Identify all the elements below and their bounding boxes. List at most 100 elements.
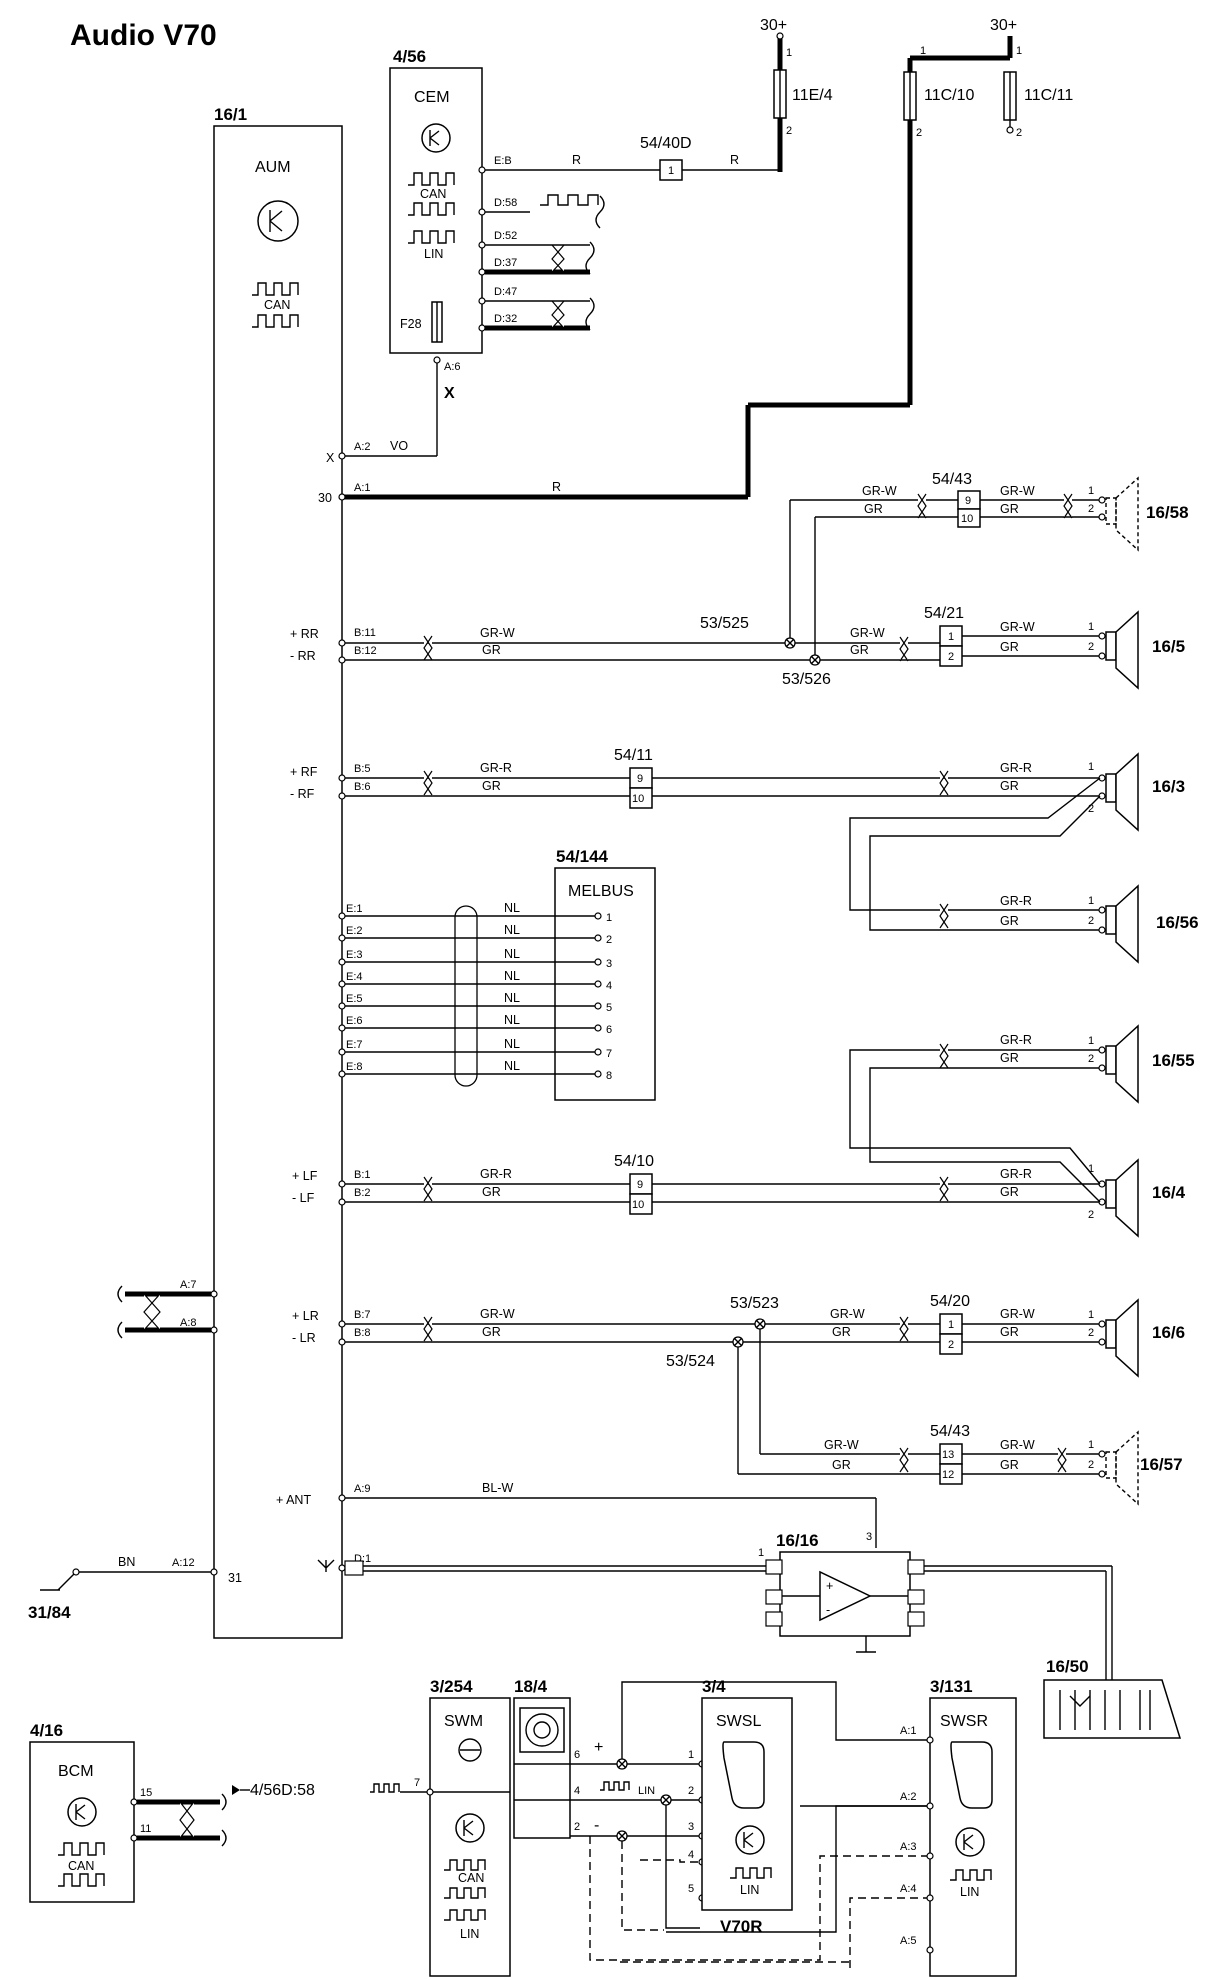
svg-text:1: 1 [1088,621,1094,633]
svg-text:B:7: B:7 [354,1309,371,1321]
svg-text:GR: GR [1000,1458,1019,1472]
aum-ref: 16/1 [214,105,247,124]
melbus-pin-number: 8 [606,1070,612,1082]
svg-text:1: 1 [948,1319,954,1331]
svg-text:B:1: B:1 [354,1169,371,1181]
svg-text:2: 2 [1088,1209,1094,1221]
svg-text:3: 3 [688,1821,694,1833]
speaker-16-5 [1105,631,1117,661]
bcm-module: 4/16 BCM CAN 15 11 [29,1721,227,1903]
svg-text:GR: GR [482,643,501,657]
svg-text:GR: GR [1000,502,1019,516]
svg-text:B:11: B:11 [354,627,376,639]
speaker-16-56 [1105,905,1117,935]
svg-text:30: 30 [318,491,332,505]
fuse-11c10-label: 11C/10 [924,87,975,104]
svg-text:D:47: D:47 [494,286,517,298]
svg-text:- LF: - LF [292,1191,315,1205]
svg-text:10: 10 [632,793,644,805]
melbus-pin [594,1024,602,1032]
wire-a1-30: A:1 R [338,480,561,501]
melbus-wire-color: NL [504,991,520,1005]
svg-text:SWSR: SWSR [940,1713,988,1730]
svg-text:4: 4 [688,1849,694,1861]
svg-text:GR: GR [482,1325,501,1339]
swm-module: 3/254 SWM CAN LIN [426,1677,511,1977]
melbus-pin-number: 6 [606,1024,612,1036]
wire-cem-to-fuse: 1 54/40D R R [485,135,780,181]
svg-text:GR-R: GR-R [480,1167,512,1181]
svg-text:16/6: 16/6 [1152,1323,1185,1342]
svg-text:GR: GR [1000,1185,1019,1199]
svg-text:15: 15 [140,1787,152,1799]
svg-text:2: 2 [1088,641,1094,653]
svg-text:SWSL: SWSL [716,1713,761,1730]
svg-text:X: X [326,451,335,465]
svg-text:2: 2 [1088,803,1094,815]
svg-text:1: 1 [688,1749,694,1761]
square-wave-icon [408,202,455,216]
svg-text:A:5: A:5 [900,1935,917,1947]
melbus-pin [594,1048,602,1056]
cem-ref: 4/56 [393,47,426,66]
svg-text:7: 7 [414,1777,420,1789]
svg-text:13: 13 [942,1449,954,1461]
fuse-11c10: 30+ 1 1 11C/10 2 [340,17,1022,500]
svg-text:16/55: 16/55 [1152,1051,1195,1070]
transistor-icon [955,1827,985,1857]
svg-text:CAN: CAN [68,1859,94,1873]
square-wave-icon [58,1873,105,1887]
svg-text:GR: GR [1000,1325,1019,1339]
wire-x-vo: A:2 VO [338,363,438,460]
supply-30-label: 30+ [760,17,787,34]
melbus-pin [594,934,602,942]
svg-text:1: 1 [668,165,674,177]
speaker-16-3 [1105,773,1117,803]
svg-text:2: 2 [948,1339,954,1351]
transistor-icon [455,1813,485,1843]
svg-text:4/56D:58: 4/56D:58 [250,1782,315,1799]
antenna-circuit: A:9 BL-W 3 D:1 1 16/16 + - 16/50 [338,1481,1182,1739]
svg-text:GR-W: GR-W [480,1307,515,1321]
svg-text:GR: GR [864,502,883,516]
steering-wheel-icon [458,1738,482,1762]
svg-text:LIN: LIN [460,1927,479,1941]
svg-text:X: X [444,385,455,402]
svg-text:2: 2 [786,125,792,137]
svg-text:2: 2 [948,651,954,663]
svg-text:2: 2 [1088,1327,1094,1339]
svg-text:A:1: A:1 [354,482,371,494]
svg-text:B:5: B:5 [354,763,371,775]
clock-spring-18-4: 18/4 6 4 2 + - LIN [513,1677,655,1839]
melbus-terminal [338,1070,346,1078]
svg-text:54/20: 54/20 [930,1293,970,1310]
svg-text:SWM: SWM [444,1713,483,1730]
melbus-pin-label: E:3 [346,949,363,961]
melbus-pin [594,980,602,988]
melbus-wire-color: NL [504,1059,520,1073]
svg-text:- LR: - LR [292,1331,316,1345]
melbus-wire-color: NL [504,969,520,983]
svg-text:1: 1 [758,1547,764,1559]
fuse-11c11-label: 11C/11 [1024,87,1073,104]
svg-text:R: R [572,153,581,167]
speaker-16-6 [1105,1319,1117,1349]
fuse-11e4: 30+ 1 11E/4 2 [760,17,833,172]
melbus-terminal [338,934,346,942]
speaker-16-57 [1105,1451,1117,1479]
cem-module: 4/56 CEM CAN LIN F28 E:B D:58 D:52 D:37 … [389,47,605,402]
svg-text:GR-R: GR-R [1000,894,1032,908]
svg-text:-: - [826,1603,830,1617]
svg-text:53/523: 53/523 [730,1295,779,1312]
svg-text:30+: 30+ [990,17,1017,34]
stalk-switch-icon [722,1741,765,1809]
aum-name: AUM [255,159,291,176]
aum-module: 16/1 AUM CAN X 30 + RR - RR + RF - RF + … [213,105,343,1639]
svg-text:12: 12 [942,1469,954,1481]
melbus-pin-number: 5 [606,1002,612,1014]
antenna-16-50 [1043,1679,1182,1739]
melbus-terminal [338,980,346,988]
svg-text:D:37: D:37 [494,257,517,269]
svg-text:3: 3 [866,1531,872,1543]
